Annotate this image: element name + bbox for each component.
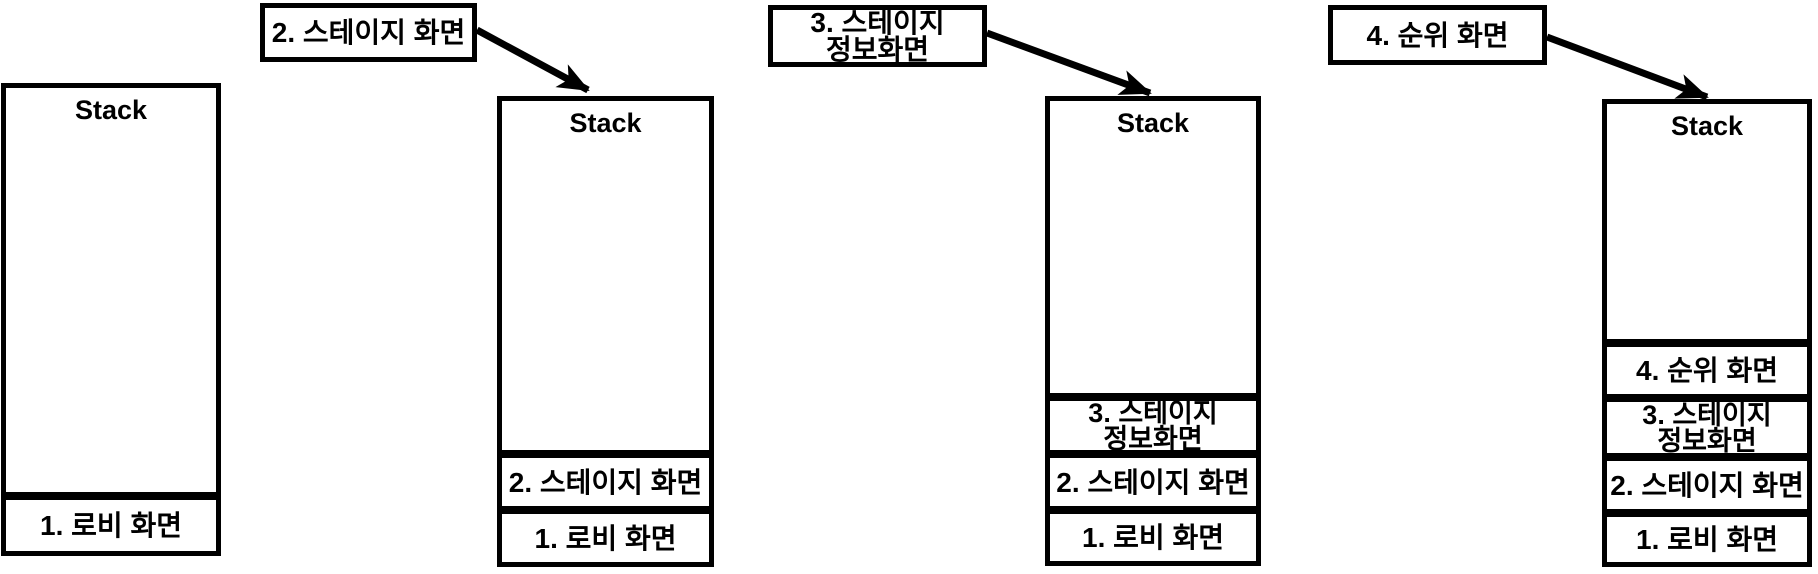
stack-cell-stage-info-screen: 3. 스테이지 정보화면 — [1607, 394, 1807, 456]
push-label-stage-info-screen: 3. 스테이지 정보화면 — [768, 5, 987, 67]
stack-cell-stage-screen: 2. 스테이지 화면 — [1050, 450, 1256, 506]
push-label-rank-screen: 4. 순위 화면 — [1328, 5, 1547, 65]
cell-text-line: 4. 순위 화면 — [1636, 355, 1778, 386]
stack-box-step2: Stack 2. 스테이지 화면 1. 로비 화면 — [497, 96, 714, 567]
stack-title: Stack — [569, 108, 642, 138]
arrow-push-rank-screen — [1545, 33, 1709, 101]
stack-cell-lobby-screen: 1. 로비 화면 — [1607, 509, 1807, 562]
stack-cell-stage-screen: 2. 스테이지 화면 — [1607, 453, 1807, 509]
cell-text-line: 1. 로비 화면 — [1636, 524, 1778, 555]
label-text-line: 3. 스테이지 — [810, 7, 945, 38]
stack-box-step1: Stack 1. 로비 화면 — [1, 83, 221, 556]
arrow-push-stage-info-screen — [985, 29, 1152, 97]
stack-box-step3: Stack 3. 스테이지 정보화면 2. 스테이지 화면 1. 로비 화면 — [1045, 96, 1261, 566]
stack-cell-stage-info-screen: 3. 스테이지 정보화면 — [1050, 393, 1256, 454]
stack-cell-lobby-screen: 1. 로비 화면 — [1050, 506, 1256, 561]
label-text-line: 정보화면 — [825, 34, 930, 65]
stack-cell-lobby-screen: 1. 로비 화면 — [6, 492, 216, 551]
cell-text-line: 1. 로비 화면 — [1082, 522, 1224, 553]
stack-box-step4: Stack 4. 순위 화면 3. 스테이지 정보화면 2. 스테이지 화면 1… — [1602, 99, 1812, 567]
stack-empty-space — [6, 124, 216, 492]
stack-cell-rank-screen: 4. 순위 화면 — [1607, 339, 1807, 394]
arrow-push-stage-screen — [475, 26, 590, 94]
stack-cell-lobby-screen: 1. 로비 화면 — [502, 506, 709, 562]
stack-title: Stack — [74, 95, 148, 125]
stack-empty-space — [1607, 140, 1807, 339]
stack-empty-space — [1050, 137, 1256, 393]
cell-text-line: 2. 스테이지 화면 — [508, 466, 703, 498]
cell-text-line: 3. 스테이지 — [1088, 397, 1218, 428]
stack-cell-stage-screen: 2. 스테이지 화면 — [502, 450, 709, 506]
cell-text-line: 1. 로비 화면 — [534, 522, 677, 554]
label-text-line: 2. 스테이지 화면 — [271, 17, 466, 48]
cell-text-line: 2. 스테이지 화면 — [1056, 466, 1250, 498]
label-text-line: 4. 순위 화면 — [1366, 19, 1509, 51]
push-label-stage-screen: 2. 스테이지 화면 — [260, 3, 477, 62]
cell-text-line: 1. 로비 화면 — [40, 510, 182, 541]
cell-text-line: 2. 스테이지 화면 — [1610, 469, 1804, 501]
cell-text-line: 3. 스테이지 — [1642, 399, 1772, 430]
stack-title: Stack — [1670, 111, 1744, 141]
cell-text-line: 정보화면 — [1657, 425, 1757, 456]
stack-title: Stack — [1116, 108, 1190, 138]
cell-text-line: 정보화면 — [1103, 423, 1203, 454]
stack-empty-space — [502, 137, 709, 450]
